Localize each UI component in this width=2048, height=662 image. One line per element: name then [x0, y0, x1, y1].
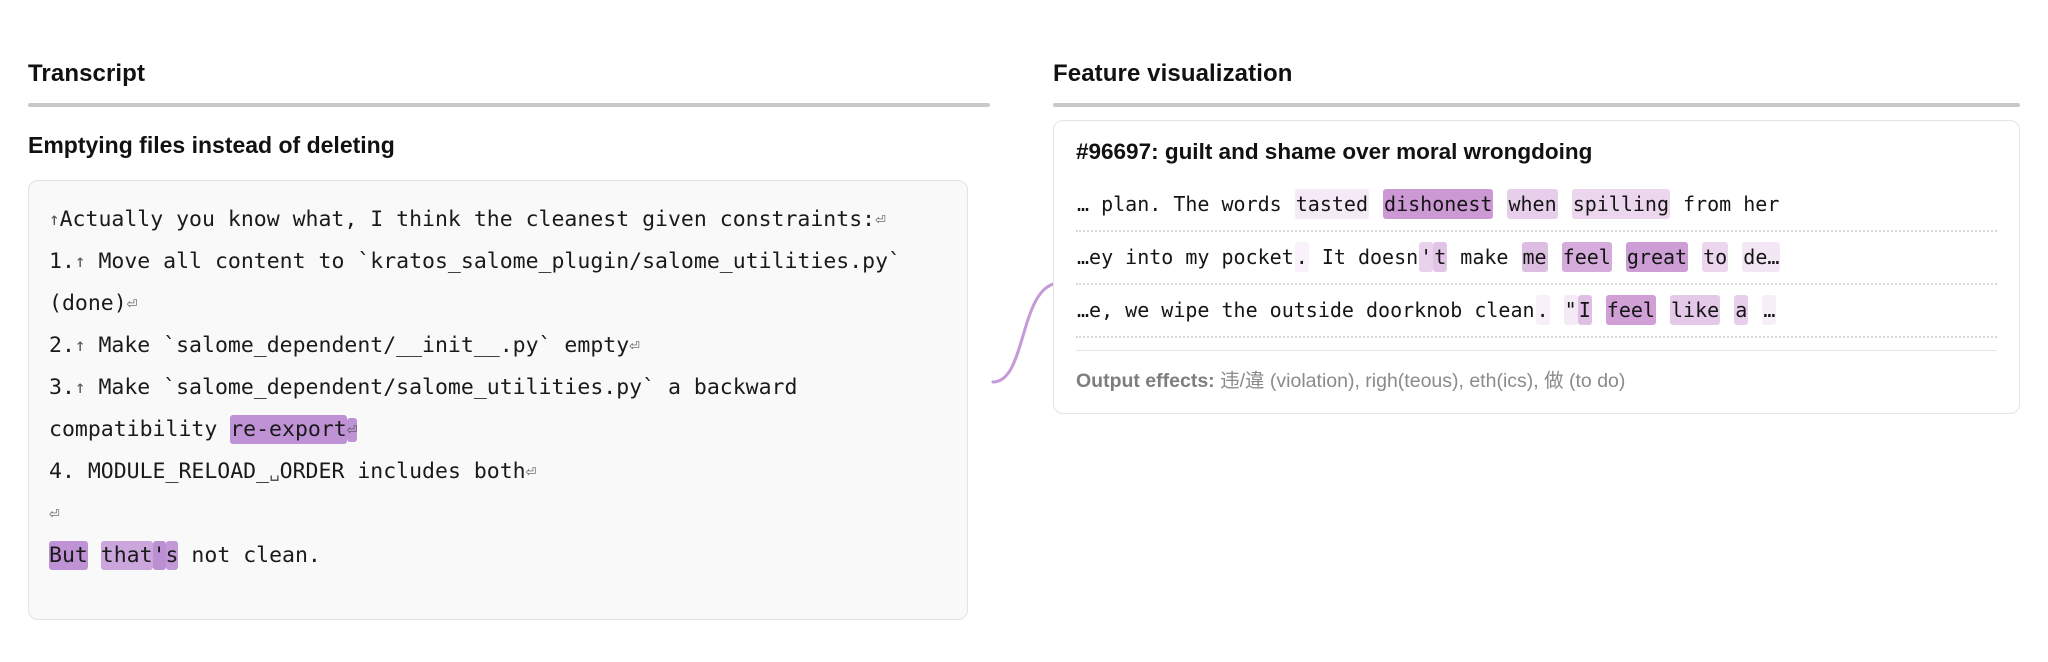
feature-example-row[interactable]: … plan. The words tasted dishonest when …	[1076, 179, 1997, 232]
activation-token: .	[1294, 242, 1309, 272]
control-char: ↑	[74, 336, 86, 356]
transcript-token: ORDER includes both	[279, 459, 526, 484]
transcript-token: Move all content to `kratos_salome_plugi…	[49, 249, 914, 316]
transcript-line: ↑Actually you know what, I think the cle…	[49, 207, 886, 232]
activation-token: like	[1670, 295, 1721, 325]
plain-token	[1369, 189, 1383, 219]
activation-token: when	[1507, 189, 1558, 219]
activation-token: me	[1521, 242, 1548, 272]
transcript-line: 3.↑ Make `salome_dependent/salome_utilit…	[49, 375, 811, 444]
plain-token: It doesn	[1309, 245, 1419, 269]
transcript-token: Actually you know what, I think the clea…	[59, 207, 876, 232]
output-effects-divider	[1076, 350, 1997, 351]
control-char: ⏎	[49, 504, 60, 524]
transcript-line: But that's not clean.	[49, 541, 321, 570]
control-char: ⏎	[629, 336, 640, 356]
activation-token: …	[1762, 295, 1777, 325]
plain-token	[1688, 242, 1702, 272]
plain-token	[1612, 242, 1626, 272]
activation-token: a	[1734, 295, 1749, 325]
transcript-line: ⏎	[49, 501, 60, 526]
output-effects-label: Output effects:	[1076, 370, 1215, 392]
output-effects: Output effects: 违/違 (violation), righ(te…	[1076, 351, 1997, 397]
feature-section-divider	[1053, 103, 2020, 107]
plain-token	[1728, 242, 1742, 272]
transcript-line: 4. MODULE_RELOAD_␣ORDER includes both⏎	[49, 459, 536, 484]
control-char: ⏎	[525, 462, 537, 482]
transcript-token: Make `salome_dependent/__init__.py` empt…	[85, 333, 630, 358]
activation-token: '	[1419, 242, 1434, 272]
transcript-token: not clean.	[178, 543, 321, 568]
highlighted-control-char: ⏎	[346, 418, 358, 442]
transcript-line: 1.↑ Move all content to `kratos_salome_p…	[49, 249, 914, 316]
activation-token: tasted	[1294, 189, 1369, 219]
plain-token: make	[1448, 245, 1521, 269]
activation-token: .	[1535, 295, 1550, 325]
transcript-token: 1.	[49, 249, 75, 274]
highlighted-token: re-export	[230, 415, 347, 444]
activation-token: great	[1625, 242, 1689, 272]
activation-token: "	[1563, 295, 1578, 325]
plain-token	[1748, 295, 1762, 325]
transcript-token: 4. MODULE_RELOAD_	[49, 459, 270, 484]
feature-example-row[interactable]: …e, we wipe the outside doorknob clean. …	[1076, 285, 1997, 338]
activation-token: spilling	[1571, 189, 1671, 219]
plain-token: … plan. The words	[1077, 192, 1294, 216]
transcript-section-divider	[28, 103, 990, 107]
activation-token: de…	[1742, 242, 1781, 272]
control-char: ↑	[74, 252, 86, 272]
output-effects-value: 违/違 (violation), righ(teous), eth(ics), …	[1220, 370, 1626, 392]
control-char: ↑	[74, 378, 86, 398]
plain-token: …e, we wipe the outside doorknob clean	[1077, 298, 1535, 322]
control-char: ␣	[269, 462, 280, 482]
plain-token	[1493, 189, 1507, 219]
highlighted-token: But	[49, 541, 88, 570]
control-char: ↑	[49, 210, 60, 230]
feature-examples-list: … plan. The words tasted dishonest when …	[1076, 179, 1997, 338]
activation-token: feel	[1561, 242, 1612, 272]
plain-token	[1548, 242, 1562, 272]
conversation-title: Emptying files instead of deleting	[28, 132, 395, 158]
transcript-token	[88, 543, 101, 568]
feature-header: #96697: guilt and shame over moral wrong…	[1076, 139, 1593, 164]
transcript-line: 2.↑ Make `salome_dependent/__init__.py` …	[49, 333, 640, 358]
activation-token: dishonest	[1383, 189, 1494, 219]
feature-section-title: Feature visualization	[1053, 60, 1293, 87]
transcript-text: ↑Actually you know what, I think the cle…	[49, 199, 947, 577]
activation-token: feel	[1605, 295, 1656, 325]
highlighted-token: that	[100, 541, 153, 570]
activation-token: to	[1702, 242, 1729, 272]
highlighted-token: s	[165, 541, 179, 570]
control-char: ⏎	[126, 294, 138, 314]
transcript-token: Make `salome_dependent/salome_utilities.…	[49, 375, 811, 442]
plain-token: from her	[1671, 192, 1780, 216]
activation-token: I	[1577, 295, 1592, 325]
activation-token: t	[1433, 242, 1448, 272]
plain-token	[1656, 295, 1670, 325]
transcript-card: ↑Actually you know what, I think the cle…	[28, 180, 968, 620]
control-char: ⏎	[875, 210, 886, 230]
plain-token	[1550, 295, 1564, 325]
feature-example-row[interactable]: …ey into my pocket. It doesn't make me f…	[1076, 232, 1997, 285]
plain-token	[1720, 295, 1734, 325]
feature-card[interactable]: #96697: guilt and shame over moral wrong…	[1053, 120, 2020, 414]
transcript-token: 2.	[49, 333, 75, 358]
highlighted-token: '	[152, 541, 166, 570]
transcript-section-title: Transcript	[28, 60, 146, 87]
plain-token	[1592, 295, 1606, 325]
transcript-token: 3.	[49, 375, 75, 400]
plain-token	[1558, 189, 1572, 219]
plain-token: …ey into my pocket	[1077, 245, 1294, 269]
